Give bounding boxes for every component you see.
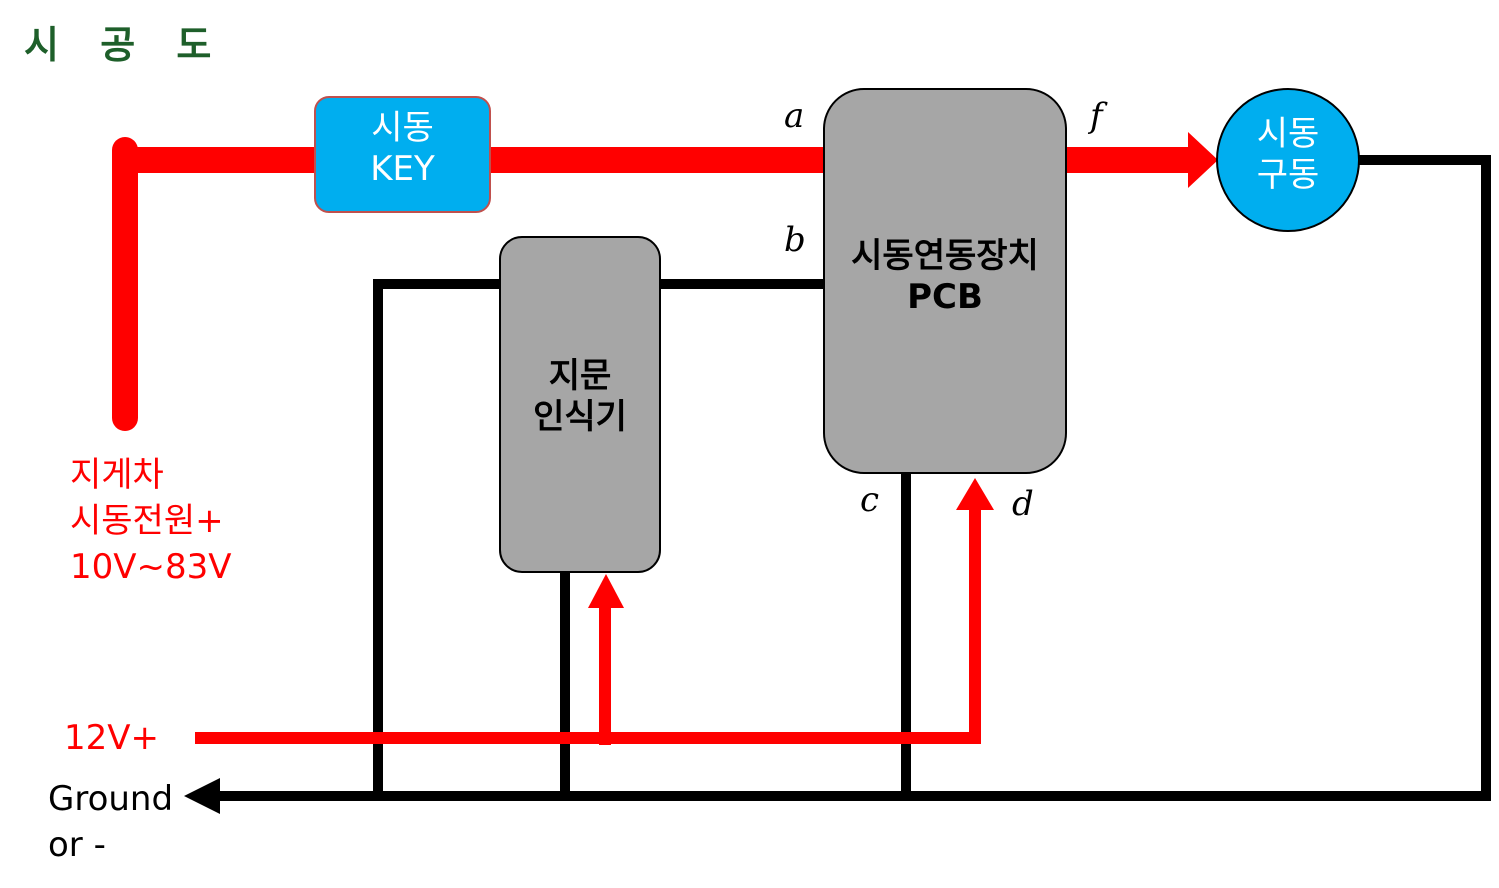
ground-arrow-head [184, 778, 220, 814]
ground-label: Ground or - [48, 776, 173, 868]
ground-wire-fingerprint-pcb [373, 279, 500, 796]
start-drive-circle [1216, 88, 1360, 232]
pcb-box [823, 88, 1067, 474]
ground-wire-drive-return [1358, 155, 1491, 796]
power-arrow-head-drive [1188, 132, 1218, 188]
start-key-label-line1: 시동 [371, 108, 434, 148]
power-wires [112, 137, 1190, 745]
pin-d-label: d [1012, 484, 1034, 524]
start-key-label: 시동 KEY [315, 108, 490, 191]
pin-b-label: b [784, 220, 806, 260]
ground-wires [215, 155, 1491, 801]
pin-f-label: f [1090, 96, 1103, 136]
pcb-label: 시동연동장치 PCB [824, 236, 1066, 319]
supply-12v-label: 12V+ [64, 718, 160, 758]
supply-12v-wire [195, 505, 981, 744]
power-source-line1: 지게차 [70, 455, 164, 495]
diagram-title: 시 공 도 [24, 23, 226, 67]
start-drive-label: 시동 구동 [1217, 114, 1359, 197]
fingerprint-label-line2: 인식기 [533, 397, 627, 438]
start-key-box [314, 96, 491, 213]
ground-label-line2: or - [48, 825, 106, 865]
pcb-label-line2: PCB [907, 277, 983, 318]
start-drive-label-line1: 시동 [1256, 114, 1320, 154]
pin-c-label: c [860, 480, 880, 520]
supply-arrow-head-fp [588, 574, 624, 608]
fingerprint-reader-box [499, 236, 661, 573]
power-source-line3: 10V~83V [70, 547, 232, 587]
fingerprint-reader-label: 지문 인식기 [500, 356, 660, 439]
start-key-label-line2: KEY [370, 149, 435, 190]
power-source-line2: 시동전원+ [70, 501, 224, 541]
supply-arrow-head-pcb [956, 478, 994, 510]
ground-label-line1: Ground [48, 779, 174, 819]
pcb-label-line1: 시동연동장치 [851, 236, 1039, 276]
fingerprint-label-line1: 지문 [548, 356, 612, 396]
start-drive-label-line2: 구동 [1256, 155, 1320, 196]
power-source-label: 지게차 시동전원+ 10V~83V [70, 452, 232, 590]
pin-a-label: a [784, 96, 805, 136]
